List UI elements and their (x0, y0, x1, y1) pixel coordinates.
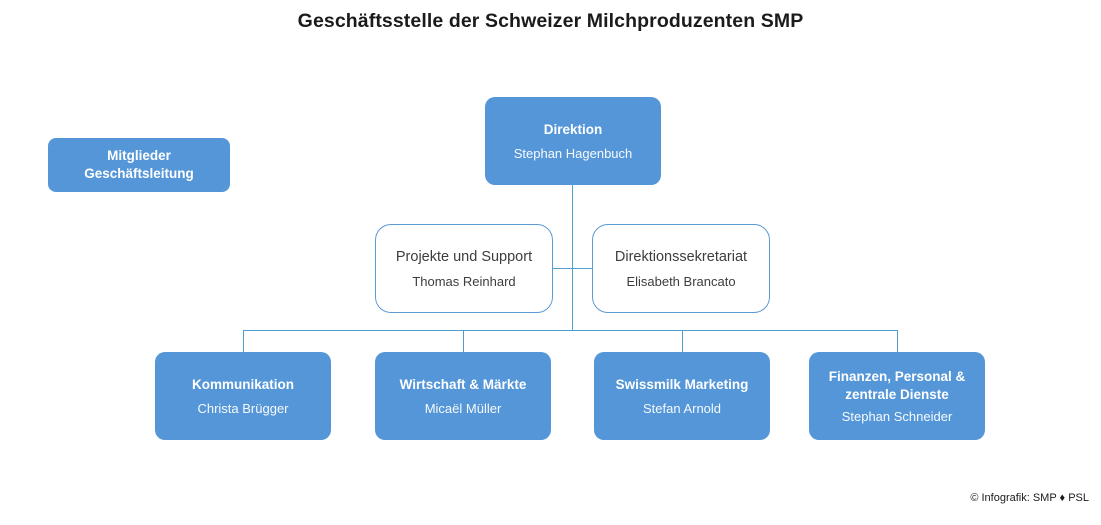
node-swissmilk-marketing: Swissmilk Marketing Stefan Arnold (594, 352, 770, 440)
node-person: Thomas Reinhard (412, 274, 516, 290)
node-person: Stephan Schneider (841, 408, 953, 424)
node-person: Micaël Müller (424, 400, 502, 416)
node-direktionssekretariat: Direktionssekretariat Elisabeth Brancato (592, 224, 770, 313)
page-title: Geschäftsstelle der Schweizer Milchprodu… (297, 10, 804, 32)
node-title: Kommunikation (191, 377, 294, 393)
connector-staff-horizontal (552, 268, 592, 269)
node-projekte-und-support: Projekte und Support Thomas Reinhard (375, 224, 553, 313)
node-mitglieder-geschaeftsleitung: Mitglieder Geschäftsleitung (48, 138, 230, 192)
node-title: Direktionssekretariat (614, 248, 748, 265)
connector-drop-kommunikation (243, 330, 244, 352)
node-person: Stephan Hagenbuch (513, 145, 633, 161)
node-person: Stefan Arnold (642, 400, 722, 416)
node-wirtschaft-maerkte: Wirtschaft & Märkte Micaël Müller (375, 352, 551, 440)
connector-drop-finanzen (897, 330, 898, 352)
connector-drop-wirtschaft (463, 330, 464, 352)
node-title: Wirtschaft & Märkte (399, 377, 527, 393)
node-direktion: Direktion Stephan Hagenbuch (485, 97, 661, 185)
node-kommunikation: Kommunikation Christa Brügger (155, 352, 331, 440)
node-title: Mitglieder Geschäftsleitung (84, 148, 194, 181)
node-person: Elisabeth Brancato (626, 274, 736, 290)
connector-direktion-vertical (572, 184, 573, 330)
connector-drop-swissmilk (682, 330, 683, 352)
node-person: Christa Brügger (197, 400, 289, 416)
node-title: Projekte und Support (395, 248, 533, 265)
connector-bus-horizontal (243, 330, 897, 331)
node-title: Swissmilk Marketing (615, 377, 749, 393)
credit-note: © Infografik: SMP ♦ PSL (970, 492, 1089, 504)
node-finanzen-personal-zentrale-dienste: Finanzen, Personal & zentrale Dienste St… (809, 352, 985, 440)
node-title: Direktion (543, 122, 603, 138)
node-title: Finanzen, Personal & zentrale Dienste (828, 369, 966, 402)
